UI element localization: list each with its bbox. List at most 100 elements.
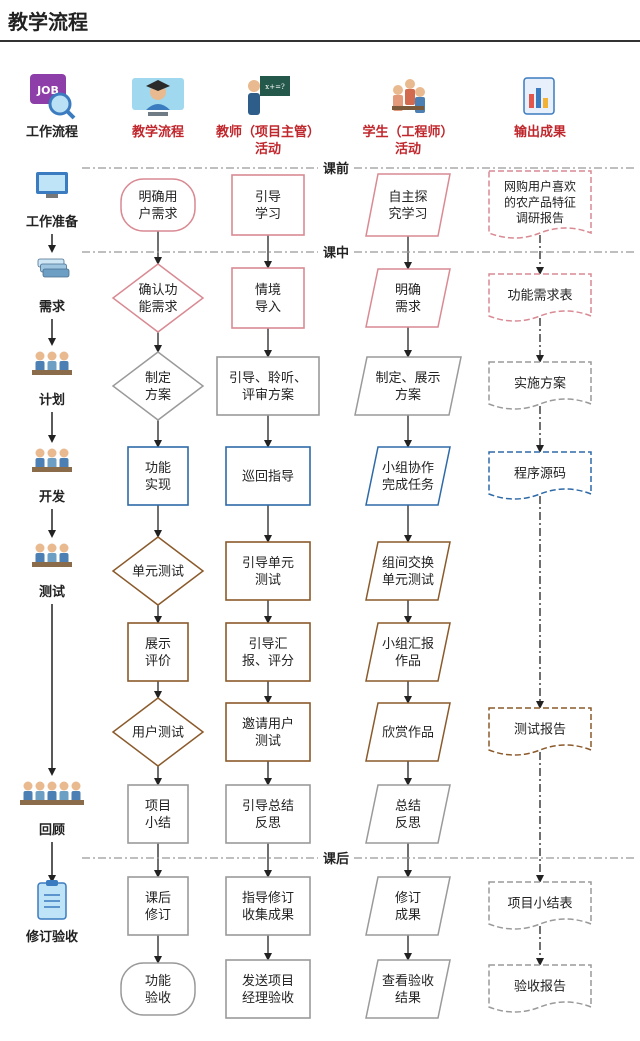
teacher-node-6: 邀请用户测试 bbox=[225, 702, 311, 762]
output-node-text: 项目小结表 bbox=[507, 897, 572, 912]
teacher-node-4: 引导单元测试 bbox=[225, 541, 311, 601]
teaching-node-text: 展示评价 bbox=[145, 637, 171, 669]
student-node-8: 修订成果 bbox=[365, 876, 451, 936]
student-node-text: 自主探究学习 bbox=[388, 190, 427, 222]
job-icon: JOB bbox=[30, 74, 76, 120]
review-meeting-icon bbox=[20, 781, 84, 805]
output-node-1: 功能需求表 bbox=[488, 273, 592, 322]
student-node-text: 修订成果 bbox=[395, 891, 421, 923]
workflow-step-label: 回顾 bbox=[39, 823, 65, 838]
teaching-node-4: 单元测试 bbox=[111, 536, 205, 606]
workflow-step-label: 计划 bbox=[39, 392, 65, 408]
teaching-node-text: 明确用户需求 bbox=[138, 190, 177, 222]
teaching-node-text: 功能实现 bbox=[145, 461, 171, 493]
output-node-5: 项目小结表 bbox=[488, 881, 592, 930]
teacher-icon: x+=? bbox=[248, 76, 290, 115]
teaching-node-text: 制定方案 bbox=[145, 371, 171, 403]
header-student: 学生（工程师）活动 bbox=[362, 124, 453, 157]
meeting-icon bbox=[32, 351, 72, 375]
student-node-text: 查看验收结果 bbox=[382, 973, 434, 1006]
students-icon bbox=[392, 79, 425, 113]
header-workflow: 工作流程 bbox=[26, 124, 78, 140]
svg-text:JOB: JOB bbox=[36, 84, 59, 97]
teaching-node-8: 课后修订 bbox=[127, 876, 189, 936]
teacher-node-text: 引导汇报、评分 bbox=[242, 637, 294, 669]
workflow-step-6: 修订验收 bbox=[25, 880, 79, 945]
student-node-4: 组间交换单元测试 bbox=[365, 541, 451, 601]
workflow-step-label: 需求 bbox=[39, 299, 66, 315]
teaching-screen-icon bbox=[132, 78, 184, 116]
header-output: 输出成果 bbox=[514, 124, 566, 140]
teacher-node-text: 指导修订收集成果 bbox=[242, 891, 294, 923]
teaching-node-6: 用户测试 bbox=[111, 697, 205, 767]
output-node-4: 测试报告 bbox=[488, 707, 592, 756]
stage-pre-label: 课前 bbox=[323, 161, 349, 177]
teaching-node-text: 确认功能需求 bbox=[138, 283, 177, 315]
developer-icon bbox=[32, 448, 72, 472]
teacher-node-text: 引导、聆听、评审方案 bbox=[229, 371, 307, 403]
title-divider bbox=[0, 40, 640, 42]
output-node-3: 程序源码 bbox=[488, 451, 592, 500]
workflow-step-label: 开发 bbox=[39, 489, 66, 505]
student-node-1: 明确需求 bbox=[365, 268, 451, 328]
workflow-step-label: 测试 bbox=[39, 584, 65, 600]
teacher-node-5: 引导汇报、评分 bbox=[225, 622, 311, 682]
student-node-3: 小组协作完成任务 bbox=[365, 446, 451, 506]
output-node-text: 测试报告 bbox=[514, 723, 566, 738]
tester-icon bbox=[32, 543, 72, 567]
student-node-0: 自主探究学习 bbox=[365, 173, 451, 237]
computer-icon bbox=[36, 172, 68, 198]
teaching-node-7: 项目小结 bbox=[127, 784, 189, 844]
teacher-node-8: 指导修订收集成果 bbox=[225, 876, 311, 936]
teaching-node-text: 课后修订 bbox=[145, 891, 171, 923]
workflow-step-1: 需求 bbox=[37, 258, 70, 315]
student-node-text: 小组协作完成任务 bbox=[382, 461, 434, 493]
workflow-step-4: 测试 bbox=[32, 543, 72, 600]
header-teacher: 教师（项目主管）活动 bbox=[215, 124, 320, 157]
teaching-node-text: 项目小结 bbox=[145, 799, 171, 831]
teaching-node-2: 制定方案 bbox=[111, 351, 205, 421]
teacher-node-2: 引导、聆听、评审方案 bbox=[216, 356, 320, 416]
teaching-node-text: 用户测试 bbox=[132, 725, 184, 741]
workflow-step-2: 计划 bbox=[32, 351, 72, 408]
workflow-step-5: 回顾 bbox=[20, 781, 84, 838]
workflow-step-label: 修订验收 bbox=[25, 929, 79, 945]
document-stack-icon bbox=[37, 258, 70, 278]
output-node-6: 验收报告 bbox=[488, 964, 592, 1013]
teaching-node-5: 展示评价 bbox=[127, 622, 189, 682]
teaching-node-1: 确认功能需求 bbox=[111, 263, 205, 333]
student-node-text: 小组汇报作品 bbox=[382, 637, 434, 669]
teaching-node-0: 明确用户需求 bbox=[120, 178, 196, 232]
workflow-step-3: 开发 bbox=[32, 448, 72, 505]
student-node-text: 欣赏作品 bbox=[382, 726, 434, 741]
clipboard-icon bbox=[37, 880, 67, 920]
teacher-node-text: 情境导入 bbox=[255, 283, 281, 315]
output-node-text: 实施方案 bbox=[514, 376, 566, 392]
workflow-step-label: 工作准备 bbox=[26, 214, 79, 230]
output-node-text: 功能需求表 bbox=[507, 289, 572, 304]
student-node-9: 查看验收结果 bbox=[365, 959, 451, 1019]
teacher-node-text: 引导学习 bbox=[255, 190, 281, 222]
workflow-step-0: 工作准备 bbox=[26, 172, 79, 230]
teaching-node-text: 单元测试 bbox=[132, 565, 184, 580]
teacher-node-text: 发送项目经理验收 bbox=[242, 973, 294, 1006]
teaching-node-3: 功能实现 bbox=[127, 446, 189, 506]
student-node-text: 明确需求 bbox=[395, 283, 421, 315]
teacher-node-9: 发送项目经理验收 bbox=[225, 959, 311, 1019]
teacher-node-0: 引导学习 bbox=[231, 174, 305, 236]
teacher-node-text: 引导单元测试 bbox=[242, 556, 294, 588]
student-node-7: 总结反思 bbox=[365, 784, 451, 844]
teaching-node-text: 功能验收 bbox=[145, 974, 171, 1006]
report-icon bbox=[523, 77, 555, 115]
teaching-node-9: 功能验收 bbox=[120, 962, 196, 1016]
student-node-text: 组间交换单元测试 bbox=[382, 555, 434, 588]
output-node-2: 实施方案 bbox=[488, 361, 592, 410]
teacher-node-text: 引导总结反思 bbox=[242, 799, 294, 831]
stage-post-label: 课后 bbox=[323, 851, 349, 867]
output-node-text: 验收报告 bbox=[514, 979, 566, 995]
svg-text:x+=?: x+=? bbox=[265, 83, 285, 91]
student-node-6: 欣赏作品 bbox=[365, 702, 451, 762]
student-node-5: 小组汇报作品 bbox=[365, 622, 451, 682]
student-node-2: 制定、展示方案 bbox=[354, 356, 462, 416]
